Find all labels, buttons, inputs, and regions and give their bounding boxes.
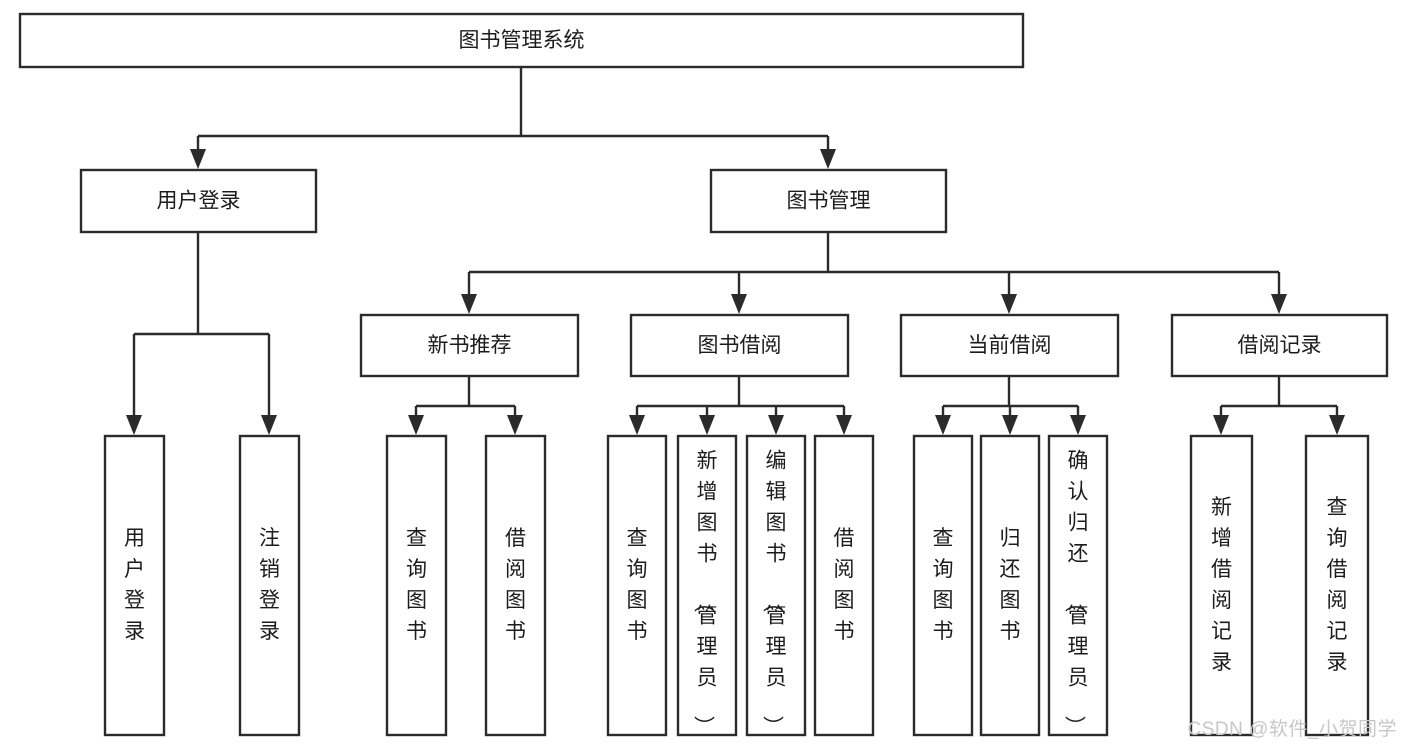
node-box[interactable] bbox=[1304, 434, 1370, 737]
node-label: 新增图书（管理员） bbox=[692, 450, 718, 737]
node-leaf-borrow-book-recommend[interactable]: 借阅图书 bbox=[484, 434, 547, 737]
node-leaf-confirm-return-admin[interactable]: 确认归还（管理员） bbox=[1047, 434, 1109, 737]
node-label: 查询图书 bbox=[627, 527, 648, 643]
arrow-head-icon bbox=[935, 415, 951, 435]
node-box[interactable] bbox=[238, 434, 301, 737]
node-box[interactable] bbox=[629, 313, 850, 378]
arrow-head-icon bbox=[1271, 294, 1287, 314]
node-leaf-borrow-book[interactable]: 借阅图书 bbox=[813, 434, 875, 737]
connector-group bbox=[629, 376, 852, 435]
connector-group bbox=[408, 376, 523, 435]
node-leaf-user-logout[interactable]: 注销登录 bbox=[238, 434, 301, 737]
arrow-head-icon bbox=[836, 415, 852, 435]
node-box[interactable] bbox=[912, 434, 974, 737]
arrow-head-icon bbox=[731, 294, 747, 314]
node-label: 归还图书 bbox=[1000, 527, 1021, 643]
arrow-head-icon bbox=[1070, 415, 1086, 435]
node-user-login[interactable]: 用户登录 bbox=[79, 168, 318, 234]
arrow-head-icon bbox=[507, 415, 523, 435]
arrow-head-icon bbox=[1329, 415, 1345, 435]
arrow-head-icon bbox=[1002, 415, 1018, 435]
node-book-manage[interactable]: 图书管理 bbox=[709, 168, 948, 234]
node-box[interactable] bbox=[1047, 434, 1109, 737]
node-box[interactable] bbox=[385, 434, 448, 737]
node-box[interactable] bbox=[484, 434, 547, 737]
node-label: 借阅图书 bbox=[834, 527, 855, 643]
node-label: 图书管理系统 bbox=[459, 29, 585, 52]
node-label: 编辑图书（管理员） bbox=[761, 450, 787, 737]
node-label: 注销登录 bbox=[259, 527, 280, 643]
node-leaf-query-book-current[interactable]: 查询图书 bbox=[912, 434, 974, 737]
node-label: 新增借阅记录 bbox=[1211, 496, 1232, 674]
arrow-head-icon bbox=[190, 149, 206, 169]
node-label: 确认归还（管理员） bbox=[1063, 450, 1089, 737]
node-leaf-add-book-admin[interactable]: 新增图书（管理员） bbox=[676, 434, 738, 737]
node-label: 借阅记录 bbox=[1238, 334, 1322, 357]
connector-group bbox=[935, 376, 1086, 435]
node-box[interactable] bbox=[676, 434, 738, 737]
arrow-head-icon bbox=[820, 149, 836, 169]
node-box[interactable] bbox=[1189, 434, 1254, 737]
arrow-head-icon bbox=[126, 415, 142, 435]
node-new-book-recommend[interactable]: 新书推荐 bbox=[359, 313, 580, 378]
node-label: 用户登录 bbox=[157, 190, 241, 213]
node-current-borrow[interactable]: 当前借阅 bbox=[899, 313, 1120, 378]
node-leaf-query-book-borrow[interactable]: 查询图书 bbox=[606, 434, 668, 737]
arrow-head-icon bbox=[1001, 294, 1017, 314]
node-label: 查询图书 bbox=[406, 527, 427, 643]
node-label: 当前借阅 bbox=[968, 334, 1052, 357]
node-leaf-user-login[interactable]: 用户登录 bbox=[103, 434, 166, 737]
node-book-borrow[interactable]: 图书借阅 bbox=[629, 313, 850, 378]
node-layer: 图书管理系统用户登录图书管理新书推荐图书借阅当前借阅借阅记录用户登录注销登录查询… bbox=[18, 12, 1389, 737]
node-label: 新书推荐 bbox=[428, 334, 512, 357]
node-leaf-edit-book-admin[interactable]: 编辑图书（管理员） bbox=[745, 434, 807, 737]
node-box[interactable] bbox=[18, 12, 1025, 69]
node-label: 图书借阅 bbox=[698, 334, 782, 357]
connector-group bbox=[126, 232, 277, 435]
node-label: 查询借阅记录 bbox=[1327, 496, 1348, 674]
node-box[interactable] bbox=[899, 313, 1120, 378]
node-box[interactable] bbox=[1170, 313, 1389, 378]
arrow-head-icon bbox=[629, 415, 645, 435]
node-box[interactable] bbox=[745, 434, 807, 737]
node-leaf-return-book[interactable]: 归还图书 bbox=[979, 434, 1041, 737]
node-label: 图书管理 bbox=[787, 190, 871, 213]
arrow-head-icon bbox=[261, 415, 277, 435]
node-box[interactable] bbox=[359, 313, 580, 378]
node-leaf-query-book-recommend[interactable]: 查询图书 bbox=[385, 434, 448, 737]
arrow-head-icon bbox=[461, 294, 477, 314]
node-leaf-query-borrow-record[interactable]: 查询借阅记录 bbox=[1304, 434, 1370, 737]
arrow-head-icon bbox=[408, 415, 424, 435]
connector-group bbox=[1213, 376, 1345, 435]
node-borrow-record[interactable]: 借阅记录 bbox=[1170, 313, 1389, 378]
node-leaf-add-borrow-record[interactable]: 新增借阅记录 bbox=[1189, 434, 1254, 737]
arrow-head-icon bbox=[1213, 415, 1229, 435]
node-label: 用户登录 bbox=[124, 527, 145, 643]
node-box[interactable] bbox=[103, 434, 166, 737]
node-root[interactable]: 图书管理系统 bbox=[18, 12, 1025, 69]
arrow-head-icon bbox=[768, 415, 784, 435]
node-box[interactable] bbox=[813, 434, 875, 737]
connector-group bbox=[461, 232, 1287, 314]
node-box[interactable] bbox=[979, 434, 1041, 737]
arrow-head-icon bbox=[699, 415, 715, 435]
connector-group bbox=[190, 67, 836, 169]
node-box[interactable] bbox=[606, 434, 668, 737]
node-label: 查询图书 bbox=[933, 527, 954, 643]
node-box[interactable] bbox=[79, 168, 318, 234]
connector-layer bbox=[126, 67, 1345, 435]
node-box[interactable] bbox=[709, 168, 948, 234]
node-label: 借阅图书 bbox=[505, 527, 526, 643]
